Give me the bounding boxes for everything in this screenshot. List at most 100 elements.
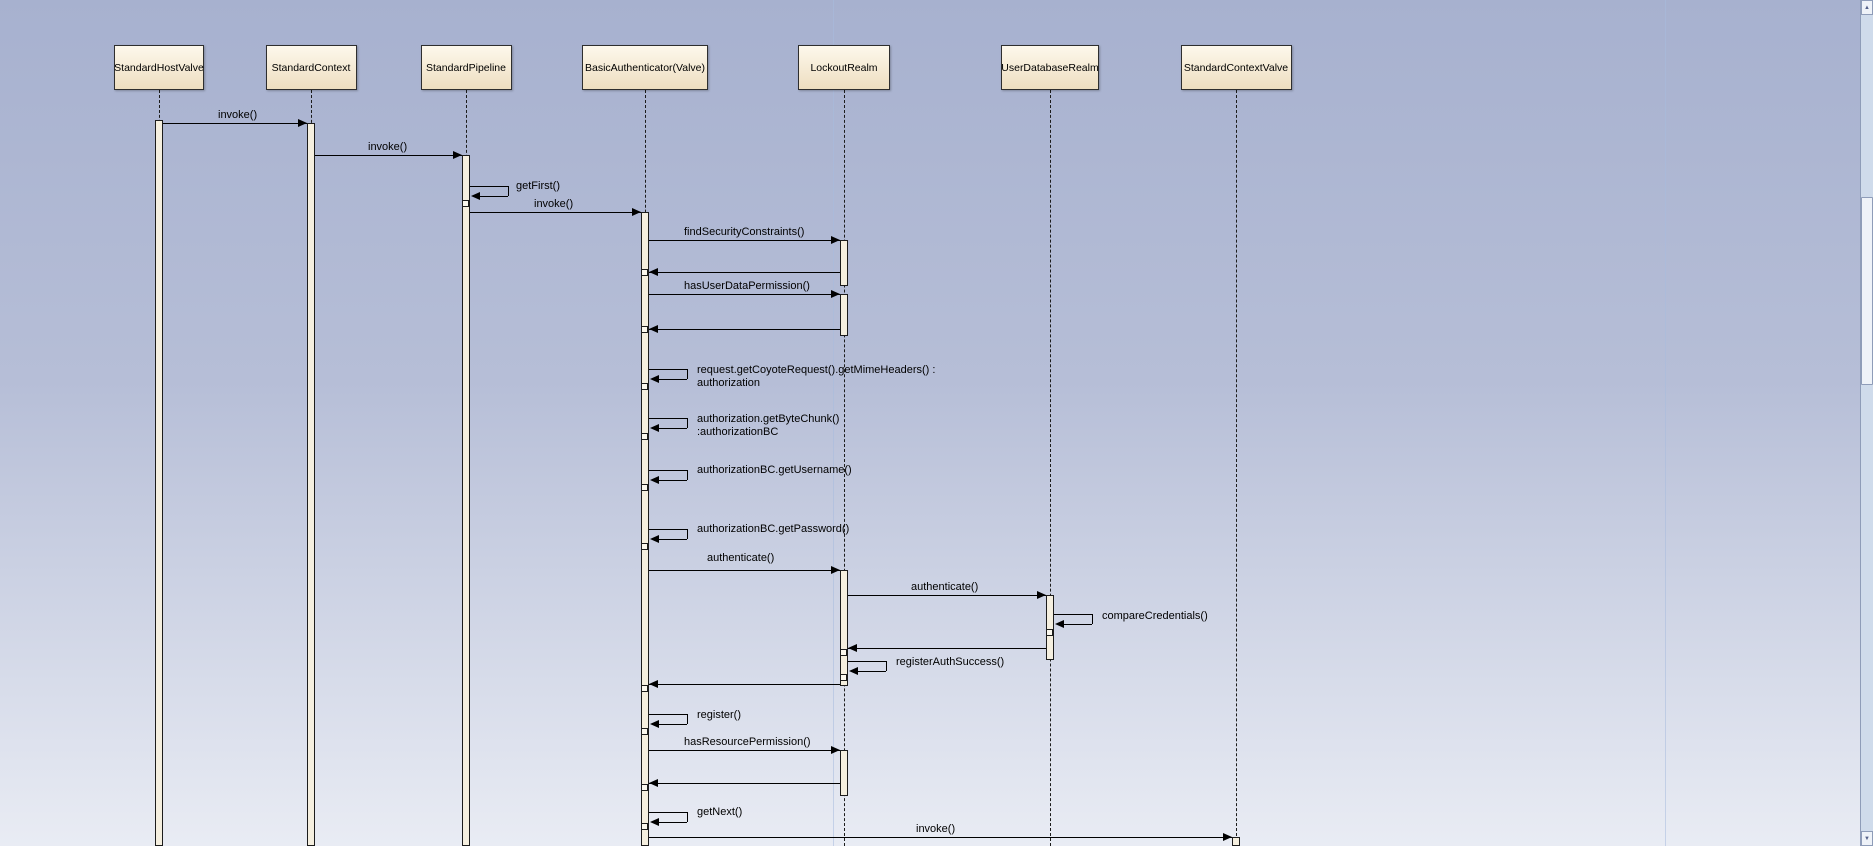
arrowhead-icon (831, 566, 840, 574)
message-self[interactable] (1054, 614, 1092, 615)
message-self[interactable] (658, 822, 687, 823)
message-self[interactable] (687, 812, 688, 822)
message-self[interactable] (687, 529, 688, 539)
message-end-marker[interactable] (641, 823, 648, 830)
activation-bar[interactable] (462, 155, 470, 846)
message-end-marker[interactable] (641, 685, 648, 692)
message-call[interactable] (470, 212, 641, 213)
message-self[interactable] (886, 661, 887, 671)
scroll-up-button[interactable]: ▲ (1861, 0, 1873, 15)
message-label: authorizationBC.getUsername() (697, 464, 852, 476)
message-self[interactable] (649, 418, 687, 419)
lifeline-name: BasicAuthenticator(Valve) (584, 61, 706, 74)
message-self[interactable] (687, 369, 688, 379)
message-self[interactable] (658, 539, 687, 540)
arrowhead-icon (1223, 833, 1232, 841)
message-end-marker[interactable] (641, 269, 648, 276)
activation-bar[interactable] (840, 294, 848, 336)
message-label: authorizationBC.getPassword() (697, 523, 850, 535)
lifeline-head-3[interactable]: BasicAuthenticator(Valve) (582, 45, 708, 90)
lifeline-name: StandardContextValve (1183, 61, 1289, 74)
message-call[interactable] (315, 155, 462, 156)
message-end-marker[interactable] (840, 649, 847, 656)
message-end-marker[interactable] (641, 484, 648, 491)
message-call[interactable] (848, 595, 1046, 596)
message-label: request.getCoyoteRequest().getMimeHeader… (697, 364, 936, 376)
activation-bar[interactable] (641, 212, 649, 846)
message-end-marker[interactable] (1046, 629, 1053, 636)
lifeline-head-6[interactable]: StandardContextValve (1180, 45, 1292, 90)
message-end-marker[interactable] (641, 383, 648, 390)
message-end-marker[interactable] (462, 200, 469, 207)
activation-bar[interactable] (840, 240, 848, 286)
lifeline-4[interactable] (844, 90, 845, 846)
message-end-marker[interactable] (641, 728, 648, 735)
message-self[interactable] (649, 529, 687, 530)
message-self[interactable] (658, 428, 687, 429)
message-end-marker[interactable] (641, 784, 648, 791)
activation-bar[interactable] (307, 123, 315, 846)
vertical-scrollbar-thumb[interactable] (1861, 197, 1873, 385)
activation-bar[interactable] (840, 750, 848, 796)
activation-bar[interactable] (840, 570, 848, 686)
lifeline-head-2[interactable]: StandardPipeline (420, 45, 512, 90)
message-label: authenticate() (911, 581, 979, 593)
message-end-marker[interactable] (840, 674, 847, 681)
message-self[interactable] (649, 470, 687, 471)
message-label: :authorizationBC (697, 426, 779, 438)
vertical-scrollbar[interactable]: ▲ ▼ (1860, 0, 1873, 846)
message-call[interactable] (649, 570, 840, 571)
message-return[interactable] (649, 783, 840, 784)
message-end-marker[interactable] (641, 543, 648, 550)
up-arrow-icon: ▲ (1864, 4, 1870, 11)
message-self[interactable] (1063, 624, 1092, 625)
message-self[interactable] (658, 724, 687, 725)
message-self[interactable] (649, 812, 687, 813)
message-self[interactable] (857, 671, 886, 672)
lifeline-head-1[interactable]: StandardContext (265, 45, 357, 90)
message-return[interactable] (649, 329, 840, 330)
down-arrow-icon: ▼ (1864, 835, 1870, 842)
message-return[interactable] (848, 648, 1046, 649)
message-return[interactable] (649, 272, 840, 273)
activation-bar[interactable] (1046, 595, 1054, 660)
message-self[interactable] (687, 418, 688, 428)
lifeline-name: StandardPipeline (426, 61, 506, 74)
lifeline-head-0[interactable]: StandardHostValve (114, 45, 204, 90)
activation-bar[interactable] (1232, 837, 1240, 846)
arrowhead-icon (649, 268, 658, 276)
lifeline-head-5[interactable]: UserDatabaseRealm (1001, 45, 1099, 90)
lifeline-name: UserDatabaseRealm (1001, 61, 1099, 74)
message-label: getNext() (697, 806, 743, 818)
message-self[interactable] (649, 714, 687, 715)
message-self[interactable] (649, 369, 687, 370)
message-self[interactable] (470, 186, 508, 187)
message-call[interactable] (163, 123, 307, 124)
lifeline-6[interactable] (1236, 90, 1237, 846)
lifeline-head-4[interactable]: LockoutRealm (798, 45, 890, 90)
message-self[interactable] (687, 470, 688, 480)
message-self[interactable] (687, 714, 688, 724)
message-end-marker[interactable] (641, 433, 648, 440)
message-end-marker[interactable] (641, 326, 648, 333)
lifeline-5[interactable] (1050, 90, 1051, 846)
message-self[interactable] (508, 186, 509, 196)
message-label: authorization.getByteChunk() (697, 413, 840, 425)
message-self[interactable] (658, 480, 687, 481)
message-call[interactable] (649, 294, 840, 295)
arrowhead-icon (649, 325, 658, 333)
message-call[interactable] (649, 240, 840, 241)
message-self[interactable] (848, 661, 886, 662)
lifeline-name: LockoutRealm (810, 61, 878, 74)
message-return[interactable] (649, 684, 840, 685)
message-self[interactable] (1092, 614, 1093, 624)
message-self[interactable] (658, 379, 687, 380)
message-label: authorization (697, 377, 760, 389)
message-call[interactable] (649, 750, 840, 751)
message-self[interactable] (479, 196, 508, 197)
activation-bar[interactable] (155, 120, 163, 846)
scroll-down-button[interactable]: ▼ (1861, 831, 1873, 846)
message-label: invoke() (916, 823, 956, 835)
message-call[interactable] (649, 837, 1232, 838)
